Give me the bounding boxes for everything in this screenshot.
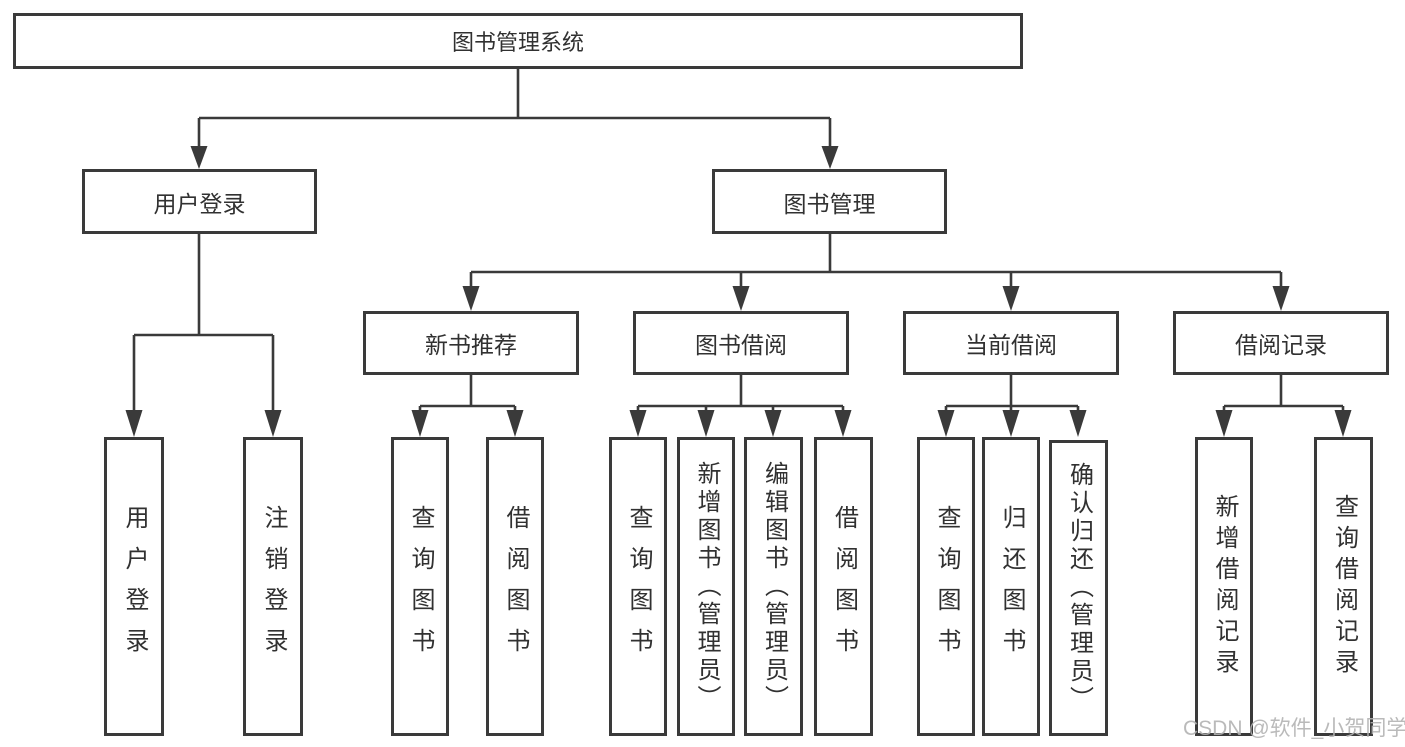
- node-root: 图书管理系统: [13, 13, 1023, 69]
- connector-bookmgmt-to-level3: [462, 234, 1290, 311]
- leaf-logout: 注销登录: [243, 437, 303, 736]
- node-root-label: 图书管理系统: [451, 30, 584, 55]
- leaf-current-confirm-return-admin: 确认归还（管理员）: [1049, 440, 1108, 736]
- leaf-recommend-query-books: 查询图书: [391, 437, 449, 736]
- csdn-watermark: CSDN @软件_小贺同学: [1183, 717, 1405, 740]
- leaf-records-add-borrow-record: 新增借阅记录: [1195, 437, 1253, 736]
- leaf-user-login: 用户登录: [104, 437, 164, 736]
- leaf-recommend-query-books-label: 查询图书: [407, 504, 434, 669]
- leaf-records-query-borrow-record-label: 查询借阅记录: [1330, 493, 1358, 680]
- node-user-login: 用户登录: [82, 169, 317, 234]
- leaf-borrowing-query-books-label: 查询图书: [625, 504, 652, 669]
- leaf-recommend-borrow-books: 借阅图书: [486, 437, 544, 736]
- node-book-borrowing-label: 图书借阅: [695, 332, 787, 358]
- leaf-borrowing-add-books-admin: 新增图书（管理员）: [677, 437, 735, 736]
- node-borrowing-records-label: 借阅记录: [1235, 332, 1327, 358]
- node-book-management: 图书管理: [712, 169, 947, 234]
- connector-borrowing-to-leaves: [629, 375, 852, 437]
- node-borrowing-records: 借阅记录: [1173, 311, 1389, 375]
- node-current-borrowing: 当前借阅: [903, 311, 1119, 375]
- connector-root-to-level2: [190, 69, 839, 169]
- leaf-logout-label: 注销登录: [260, 504, 287, 669]
- node-book-borrowing: 图书借阅: [633, 311, 849, 375]
- leaf-current-return-books: 归还图书: [982, 437, 1040, 736]
- leaf-current-query-books-label: 查询图书: [933, 504, 960, 669]
- connector-records-to-leaves: [1215, 375, 1352, 437]
- node-current-borrowing-label: 当前借阅: [965, 332, 1057, 358]
- leaf-borrowing-edit-books-admin: 编辑图书（管理员）: [744, 437, 803, 736]
- leaf-borrowing-query-books: 查询图书: [609, 437, 667, 736]
- node-new-book-recommend: 新书推荐: [363, 311, 579, 375]
- leaf-current-return-books-label: 归还图书: [998, 504, 1025, 669]
- leaf-current-confirm-return-admin-label: 确认归还（管理员）: [1065, 462, 1093, 714]
- leaf-records-query-borrow-record: 查询借阅记录: [1314, 437, 1373, 736]
- leaf-borrowing-borrow-books: 借阅图书: [814, 437, 873, 736]
- connector-userlogin-to-leaves: [125, 234, 282, 437]
- leaf-borrowing-add-books-admin-label: 新增图书（管理员）: [693, 460, 720, 713]
- leaf-current-query-books: 查询图书: [917, 437, 975, 736]
- leaf-records-add-borrow-record-label: 新增借阅记录: [1211, 493, 1238, 680]
- node-user-login-label: 用户登录: [153, 190, 246, 217]
- node-book-management-label: 图书管理: [783, 190, 876, 217]
- connector-recommend-to-leaves: [411, 375, 524, 437]
- leaf-user-login-label: 用户登录: [121, 504, 148, 669]
- node-new-book-recommend-label: 新书推荐: [425, 332, 517, 358]
- leaf-recommend-borrow-books-label: 借阅图书: [502, 504, 529, 669]
- leaf-borrowing-borrow-books-label: 借阅图书: [830, 504, 858, 669]
- connector-current-to-leaves: [937, 375, 1087, 437]
- leaf-borrowing-edit-books-admin-label: 编辑图书（管理员）: [760, 460, 788, 713]
